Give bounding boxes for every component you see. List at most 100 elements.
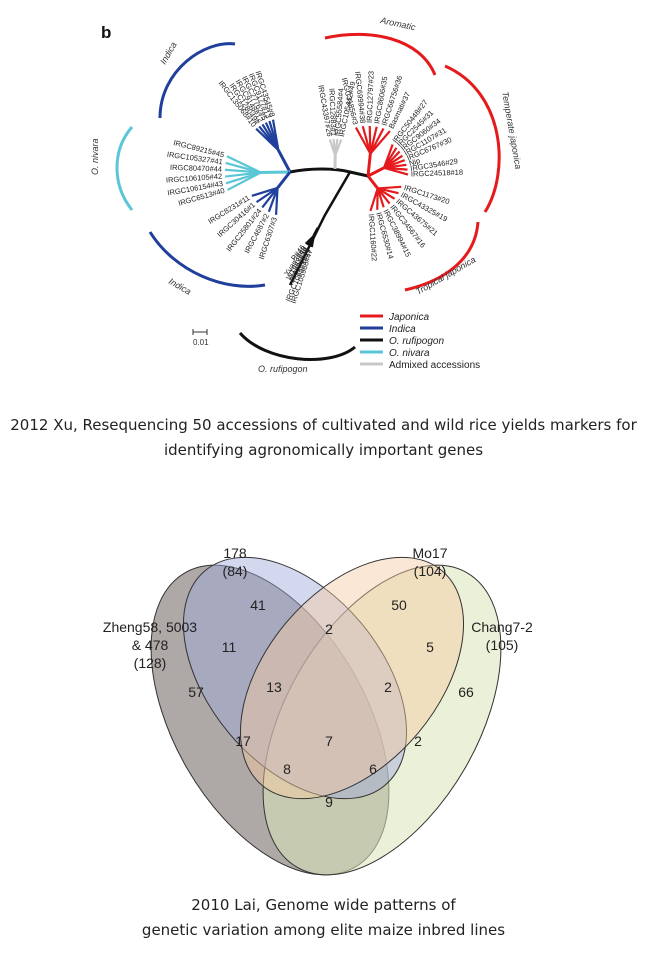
tree-branch [225, 171, 261, 178]
tree-branch [255, 187, 279, 204]
tree-svg: b Indica O. nivara Indica Aromatic Tempe… [90, 15, 524, 374]
set-count-178: (84) [223, 563, 248, 579]
caption2-line1: 2010 Lai, Genome wide patterns of [191, 896, 456, 914]
tree-leaf-label: IRGC24518#18 [411, 168, 463, 179]
caption1-line2: identifying agronomically important gene… [163, 441, 484, 459]
legend-item: Admixed accessions [360, 360, 480, 371]
tree-branch [276, 171, 292, 189]
tree-branch [368, 126, 372, 154]
tree-branch [271, 119, 280, 151]
region-bc: 5 [426, 639, 434, 655]
clade-label-indica-bottom: Indica [167, 276, 193, 297]
set-count-chang7-2: (105) [486, 637, 519, 653]
tree-branch [277, 149, 292, 173]
rufipogon-arc [238, 332, 356, 361]
tree-branch [383, 166, 409, 176]
venn-svg: 178 (84) Mo17 (104) Chang7-2 (105) Zheng… [103, 545, 533, 876]
tree-branch [376, 187, 391, 205]
tree-branch [377, 187, 399, 195]
temperate-arc [444, 64, 501, 213]
tree-branch [260, 170, 291, 175]
set-label-178: 178 [223, 545, 247, 561]
legend-label: Admixed accessions [389, 360, 480, 371]
tree-leaf-label: IRGC55584#4 [333, 88, 346, 137]
tree-branch [226, 155, 262, 174]
tree-branch [366, 153, 372, 177]
tree-branch [377, 185, 402, 190]
tree-branch [354, 126, 372, 155]
tree-leaf-label: IRGC106105#42 [166, 172, 223, 185]
tree-branch [369, 188, 379, 212]
clade-label-nivara: O. nivara [90, 138, 100, 175]
tree-branch [225, 161, 262, 174]
venn-set-mo17 [239, 556, 465, 800]
clade-label-rufipogon: O. rufipogon [258, 364, 308, 374]
venn-set-178 [182, 556, 408, 800]
region-a-only: 41 [250, 597, 266, 613]
indica-top-arc [158, 42, 236, 119]
set-count-zheng58: (128) [134, 655, 167, 671]
set-label-zheng58-line2: & 478 [132, 637, 169, 653]
tree-branch [369, 130, 391, 155]
tree-branches [224, 119, 409, 248]
tree-branch [361, 125, 372, 154]
region-b-only: 50 [391, 597, 407, 613]
set-label-mo17: Mo17 [412, 545, 447, 561]
set-count-mo17: (104) [414, 563, 447, 579]
scale-label: 0.01 [193, 338, 209, 347]
region-bcd: 8 [283, 761, 291, 777]
region-abcd: 7 [325, 733, 333, 749]
set-label-zheng58-line1: Zheng58, 5003 [103, 619, 197, 635]
region-abc: 2 [384, 679, 392, 695]
tree-leaf-label: IRGC12797#23 [365, 71, 376, 123]
tree-branch [369, 126, 378, 154]
tree-branch [334, 139, 343, 156]
tree-branch [251, 186, 278, 197]
legend-label: Indica [389, 324, 416, 335]
caption2-line2: genetic variation among elite maize inbr… [141, 921, 506, 939]
tree-leaf-label: Nip [408, 156, 421, 168]
legend-label: Japonica [388, 312, 429, 323]
nivara-arc [115, 126, 134, 211]
legend-item: O. nivara [360, 348, 430, 359]
indica-bottom-arc [148, 231, 266, 288]
venn-region-counts: 41 50 66 57 2 5 11 13 2 7 17 2 8 6 9 [188, 597, 474, 810]
legend-item: O. rufipogon [360, 336, 444, 347]
region-d-only: 57 [188, 684, 204, 700]
clade-label-aromatic: Aromatic [379, 15, 417, 32]
venn-diagram-figure: 178 (84) Mo17 (104) Chang7-2 (105) Zheng… [0, 520, 647, 880]
tree-backbone [289, 167, 369, 178]
clade-label-indica-top: Indica [158, 40, 179, 66]
figure2-caption: 2010 Lai, Genome wide patterns of geneti… [0, 893, 647, 943]
tree-branch [367, 166, 385, 178]
legend-item: Indica [360, 324, 416, 335]
region-bd: 17 [235, 733, 251, 749]
tree-branch [312, 227, 320, 237]
region-cd: 9 [325, 794, 333, 810]
legend-label: O. nivara [389, 348, 430, 359]
tree-branch [377, 187, 396, 200]
region-ab: 2 [325, 621, 333, 637]
tree-leaf-label: IRGC12883#1 [327, 88, 338, 136]
caption1-line1: 2012 Xu, Resequencing 50 accessions of c… [10, 416, 637, 434]
tree-legend: Japonica Indica O. rufipogon O. nivara A… [360, 312, 480, 371]
tree-branch [224, 168, 261, 174]
region-ac: 2 [414, 733, 422, 749]
region-ad: 11 [222, 639, 237, 655]
venn-set-chang7-2 [262, 564, 502, 876]
region-c-only: 66 [458, 684, 474, 700]
region-abd: 13 [266, 679, 282, 695]
legend-item: Japonica [360, 312, 429, 323]
clade-label-temperate: Temperate japonica [500, 91, 524, 170]
figure1-caption: 2012 Xu, Resequencing 50 accessions of c… [0, 413, 647, 463]
tree-branch [274, 187, 279, 215]
phylogenetic-tree-figure: b Indica O. nivara Indica Aromatic Tempe… [0, 0, 647, 385]
tree-branch [267, 187, 279, 213]
tree-leaf-label: IRGC80470#44 [170, 163, 222, 174]
tree-leaf-label: IRGC1160#22 [367, 214, 379, 262]
panel-label: b [101, 23, 111, 42]
aromatic-arc [324, 32, 437, 76]
tropical-arc [404, 221, 480, 292]
region-acd: 6 [369, 761, 377, 777]
legend-label: O. rufipogon [389, 336, 444, 347]
